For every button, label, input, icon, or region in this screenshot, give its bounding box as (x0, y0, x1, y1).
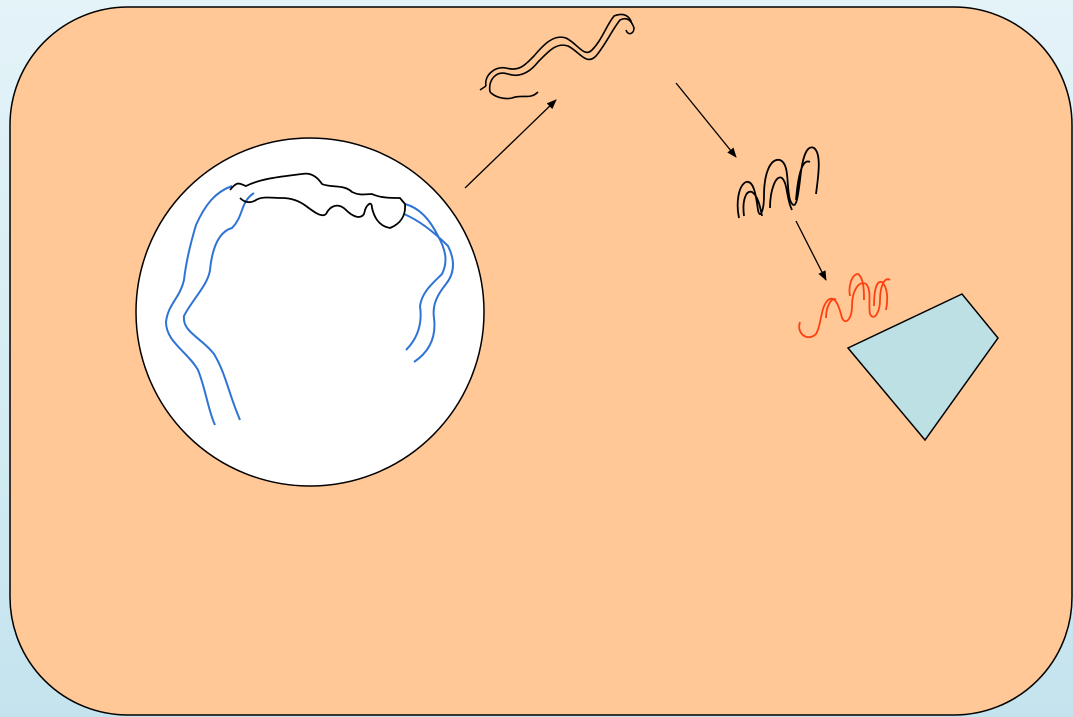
organelle (846, 293, 999, 442)
mrna-in-cytoplasm-end (479, 85, 539, 100)
dna-strands (164, 185, 454, 426)
arrow-translation (675, 82, 737, 158)
arrow-export (464, 99, 557, 189)
mrna-in-cytoplasm (484, 13, 635, 93)
mrna-in-nucleus (229, 172, 406, 229)
folded-protein (798, 273, 891, 339)
polypeptide-chain (736, 146, 820, 219)
arrow-folding (795, 220, 827, 281)
nucleus (135, 137, 485, 487)
